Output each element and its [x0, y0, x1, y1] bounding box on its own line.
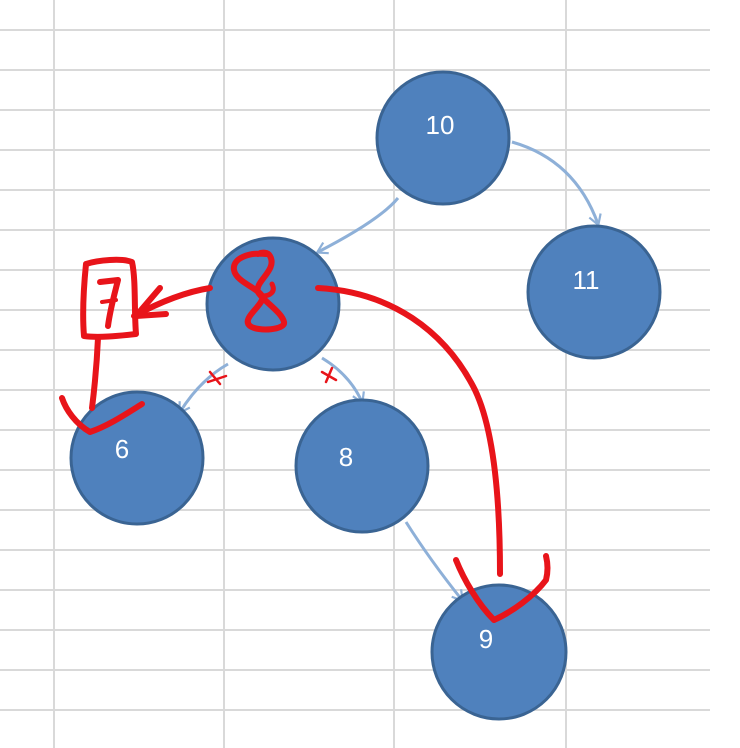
node-6-label: 6	[115, 434, 129, 464]
edge-8-to-9	[404, 521, 464, 603]
node-8: 8	[294, 398, 430, 534]
tick-mark-right	[320, 366, 338, 384]
node-8-label: 8	[339, 442, 353, 472]
node-9: 9	[430, 583, 568, 721]
node-10-label: 10	[426, 110, 455, 140]
check-mark-6	[59, 395, 145, 435]
node-10: 10	[375, 70, 511, 206]
node-11: 11	[526, 224, 662, 360]
arc-to-9	[315, 285, 503, 577]
box-7	[80, 256, 139, 340]
edge-10-to-11	[511, 140, 602, 227]
tick-mark-left	[206, 370, 228, 386]
handwritten-8	[230, 249, 287, 333]
spreadsheet-grid	[0, 0, 710, 748]
tree-edges	[178, 140, 602, 603]
edge-8-to-6	[178, 362, 229, 415]
node-9-label: 9	[479, 624, 493, 654]
edge-8-to-8	[321, 356, 365, 405]
tree-nodes: 10 11 6 8 9	[69, 70, 662, 721]
node-6: 6	[69, 390, 205, 526]
edge-10-to-8	[315, 197, 400, 255]
connector-7-to-6	[89, 335, 101, 411]
node-11-label: 11	[573, 265, 600, 295]
red-annotations	[59, 249, 551, 623]
check-mark-9	[453, 553, 551, 623]
